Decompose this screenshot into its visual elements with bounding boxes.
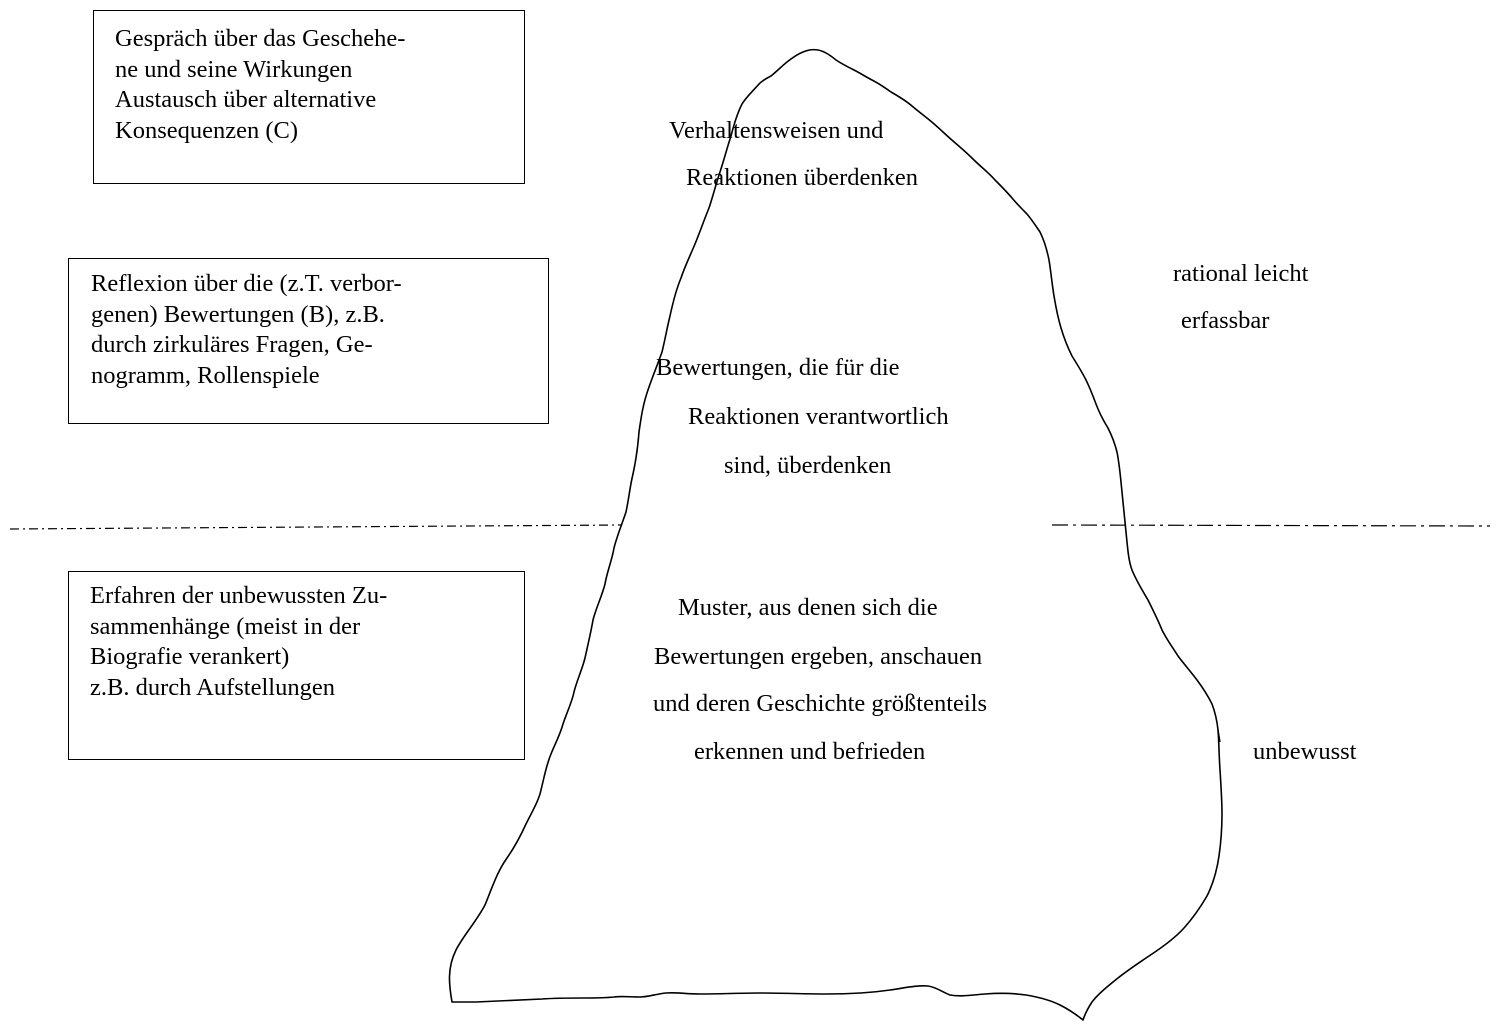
conversation-line: ne und seine Wirkungen <box>115 55 353 83</box>
waterline-right <box>1051 524 1491 527</box>
iceberg-middle-line: sind, überdenken <box>724 452 892 479</box>
rational-label: erfassbar <box>1181 307 1270 334</box>
conversation-line: Gespräch über das Geschehe- <box>115 25 406 52</box>
reflection-box: Reflexion über die (z.T. verbor- genen) … <box>68 258 549 424</box>
iceberg-bottom-line: und deren Geschichte größtenteils <box>653 690 988 717</box>
conversation-box: Gespräch über das Geschehe- ne und seine… <box>93 10 525 184</box>
iceberg-bottom-line: Bewertungen ergeben, anschauen <box>654 643 983 670</box>
reflection-line: Reflexion über die (z.T. verbor- <box>91 270 402 297</box>
waterline-left <box>9 524 623 530</box>
iceberg-middle-line: Bewertungen, die für die <box>656 354 900 381</box>
iceberg-top-line: Reaktionen überdenken <box>686 164 918 191</box>
reflection-line: genen) Bewertungen (B), z.B. <box>91 300 385 328</box>
iceberg-bottom-line: Muster, aus denen sich die <box>678 594 938 621</box>
iceberg-middle-line: Reaktionen verantwortlich <box>688 403 949 430</box>
iceberg-notch <box>1217 729 1221 743</box>
experience-line: sammenhänge (meist in der <box>90 612 361 640</box>
iceberg-top-line: Verhaltensweisen und <box>669 117 884 144</box>
unconscious-label: unbewusst <box>1253 738 1357 765</box>
experience-box: Erfahren der unbewussten Zu- sammenhänge… <box>68 571 525 760</box>
conversation-line: Austausch über alternative <box>115 86 377 113</box>
conversation-line: Konsequenzen (C) <box>115 116 299 144</box>
experience-line: z.B. durch Aufstellungen <box>90 673 335 701</box>
experience-line: Biografie verankert) <box>90 643 290 670</box>
rational-label: rational leicht <box>1173 260 1309 287</box>
reflection-line: nogramm, Rollenspiele <box>91 361 320 389</box>
iceberg-bottom-line: erkennen und befrieden <box>694 738 926 765</box>
experience-line: Erfahren der unbewussten Zu- <box>90 582 388 609</box>
reflection-line: durch zirkuläres Fragen, Ge- <box>91 331 373 358</box>
iceberg-outline <box>448 48 1223 1021</box>
